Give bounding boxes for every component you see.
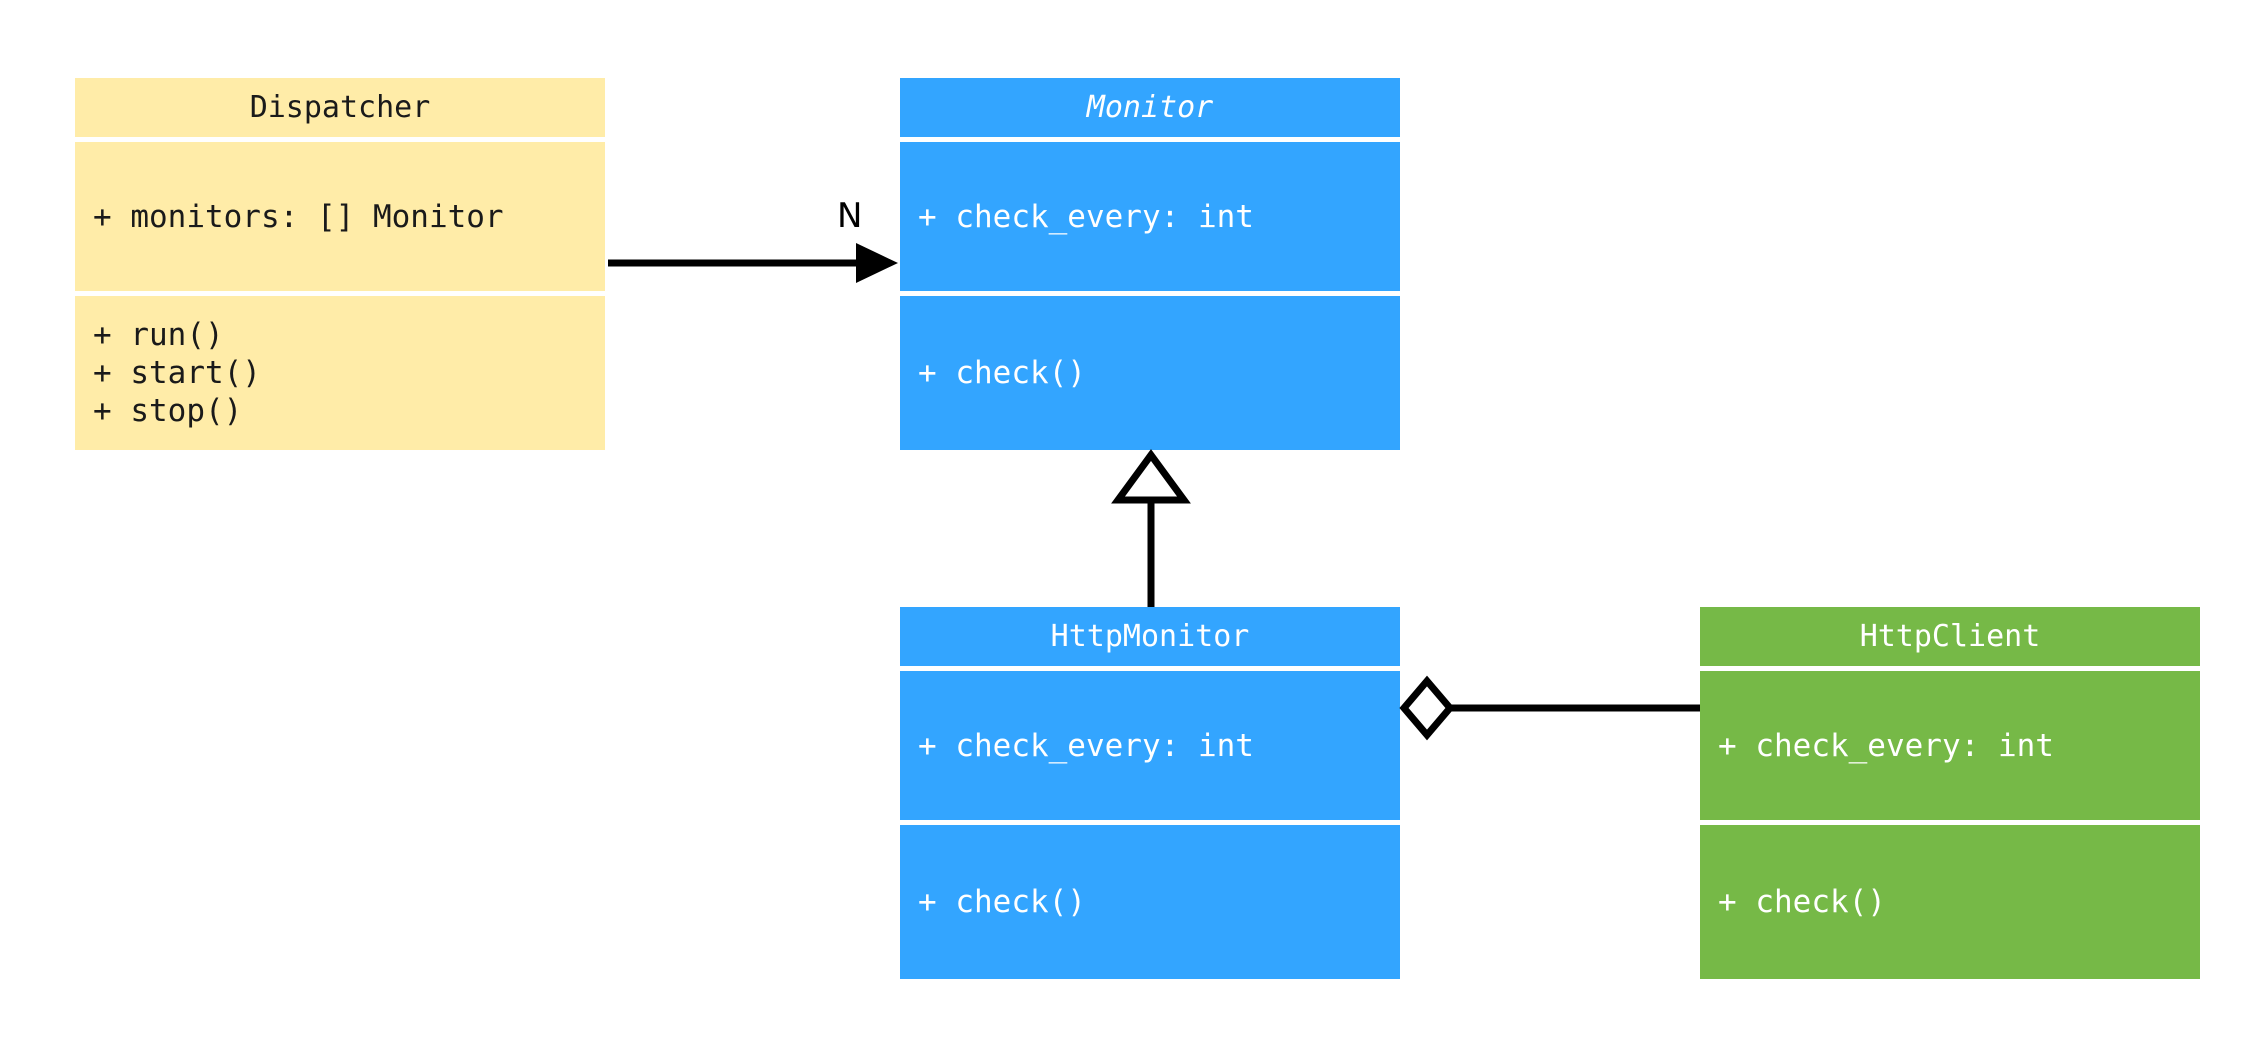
attribute-item: + check_every: int	[918, 198, 1254, 235]
compartment-separator	[900, 820, 1400, 825]
class-attributes-monitor: + check_every: int	[900, 142, 1400, 291]
filled-arrow-head-icon	[856, 243, 898, 283]
class-title-httpclient: HttpClient	[1700, 607, 2200, 666]
compartment-separator	[1700, 820, 2200, 825]
hollow-diamond-head-icon	[1399, 675, 1455, 741]
association-multiplicity-label: N	[837, 196, 863, 236]
class-methods-httpclient: + check()	[1700, 825, 2200, 979]
compartment-separator	[900, 666, 1400, 671]
relationship-association-dispatcher-monitor	[608, 243, 898, 283]
class-title-dispatcher: Dispatcher	[75, 78, 605, 137]
class-name-label: Dispatcher	[249, 90, 431, 125]
uml-class-monitor[interactable]: Monitor + check_every: int + check()	[900, 78, 1400, 450]
method-item: + start()	[93, 355, 261, 391]
compartment-separator	[900, 137, 1400, 142]
class-name-label: Monitor	[1086, 90, 1214, 125]
attribute-item: + monitors: [] Monitor	[93, 198, 504, 235]
method-item: + check()	[918, 355, 1086, 391]
class-attributes-dispatcher: + monitors: [] Monitor	[75, 142, 605, 291]
relationship-aggregation-httpmonitor-httpclient	[1399, 675, 1700, 741]
class-title-monitor: Monitor	[900, 78, 1400, 137]
uml-class-httpmonitor[interactable]: HttpMonitor + check_every: int + check()	[900, 607, 1400, 979]
class-attributes-httpclient: + check_every: int	[1700, 671, 2200, 820]
class-name-label: HttpClient	[1859, 619, 2041, 654]
uml-class-httpclient[interactable]: HttpClient + check_every: int + check()	[1700, 607, 2200, 979]
hollow-triangle-head-icon	[1111, 449, 1191, 504]
compartment-separator	[1700, 666, 2200, 671]
class-attributes-httpmonitor: + check_every: int	[900, 671, 1400, 820]
compartment-separator	[75, 291, 605, 296]
method-item: + stop()	[93, 393, 243, 429]
class-methods-monitor: + check()	[900, 296, 1400, 450]
method-item: + check()	[1718, 884, 1886, 920]
class-methods-httpmonitor: + check()	[900, 825, 1400, 979]
relationship-generalization-httpmonitor-monitor	[1111, 449, 1191, 607]
class-methods-dispatcher: + run() + start() + stop()	[75, 296, 605, 450]
uml-class-dispatcher[interactable]: Dispatcher + monitors: [] Monitor + run(…	[75, 78, 605, 450]
method-item: + check()	[918, 884, 1086, 920]
compartment-separator	[900, 291, 1400, 296]
attribute-item: + check_every: int	[918, 727, 1254, 764]
class-name-label: HttpMonitor	[1050, 619, 1250, 654]
attribute-item: + check_every: int	[1718, 727, 2054, 764]
method-item: + run()	[93, 317, 224, 353]
compartment-separator	[75, 137, 605, 142]
class-title-httpmonitor: HttpMonitor	[900, 607, 1400, 666]
